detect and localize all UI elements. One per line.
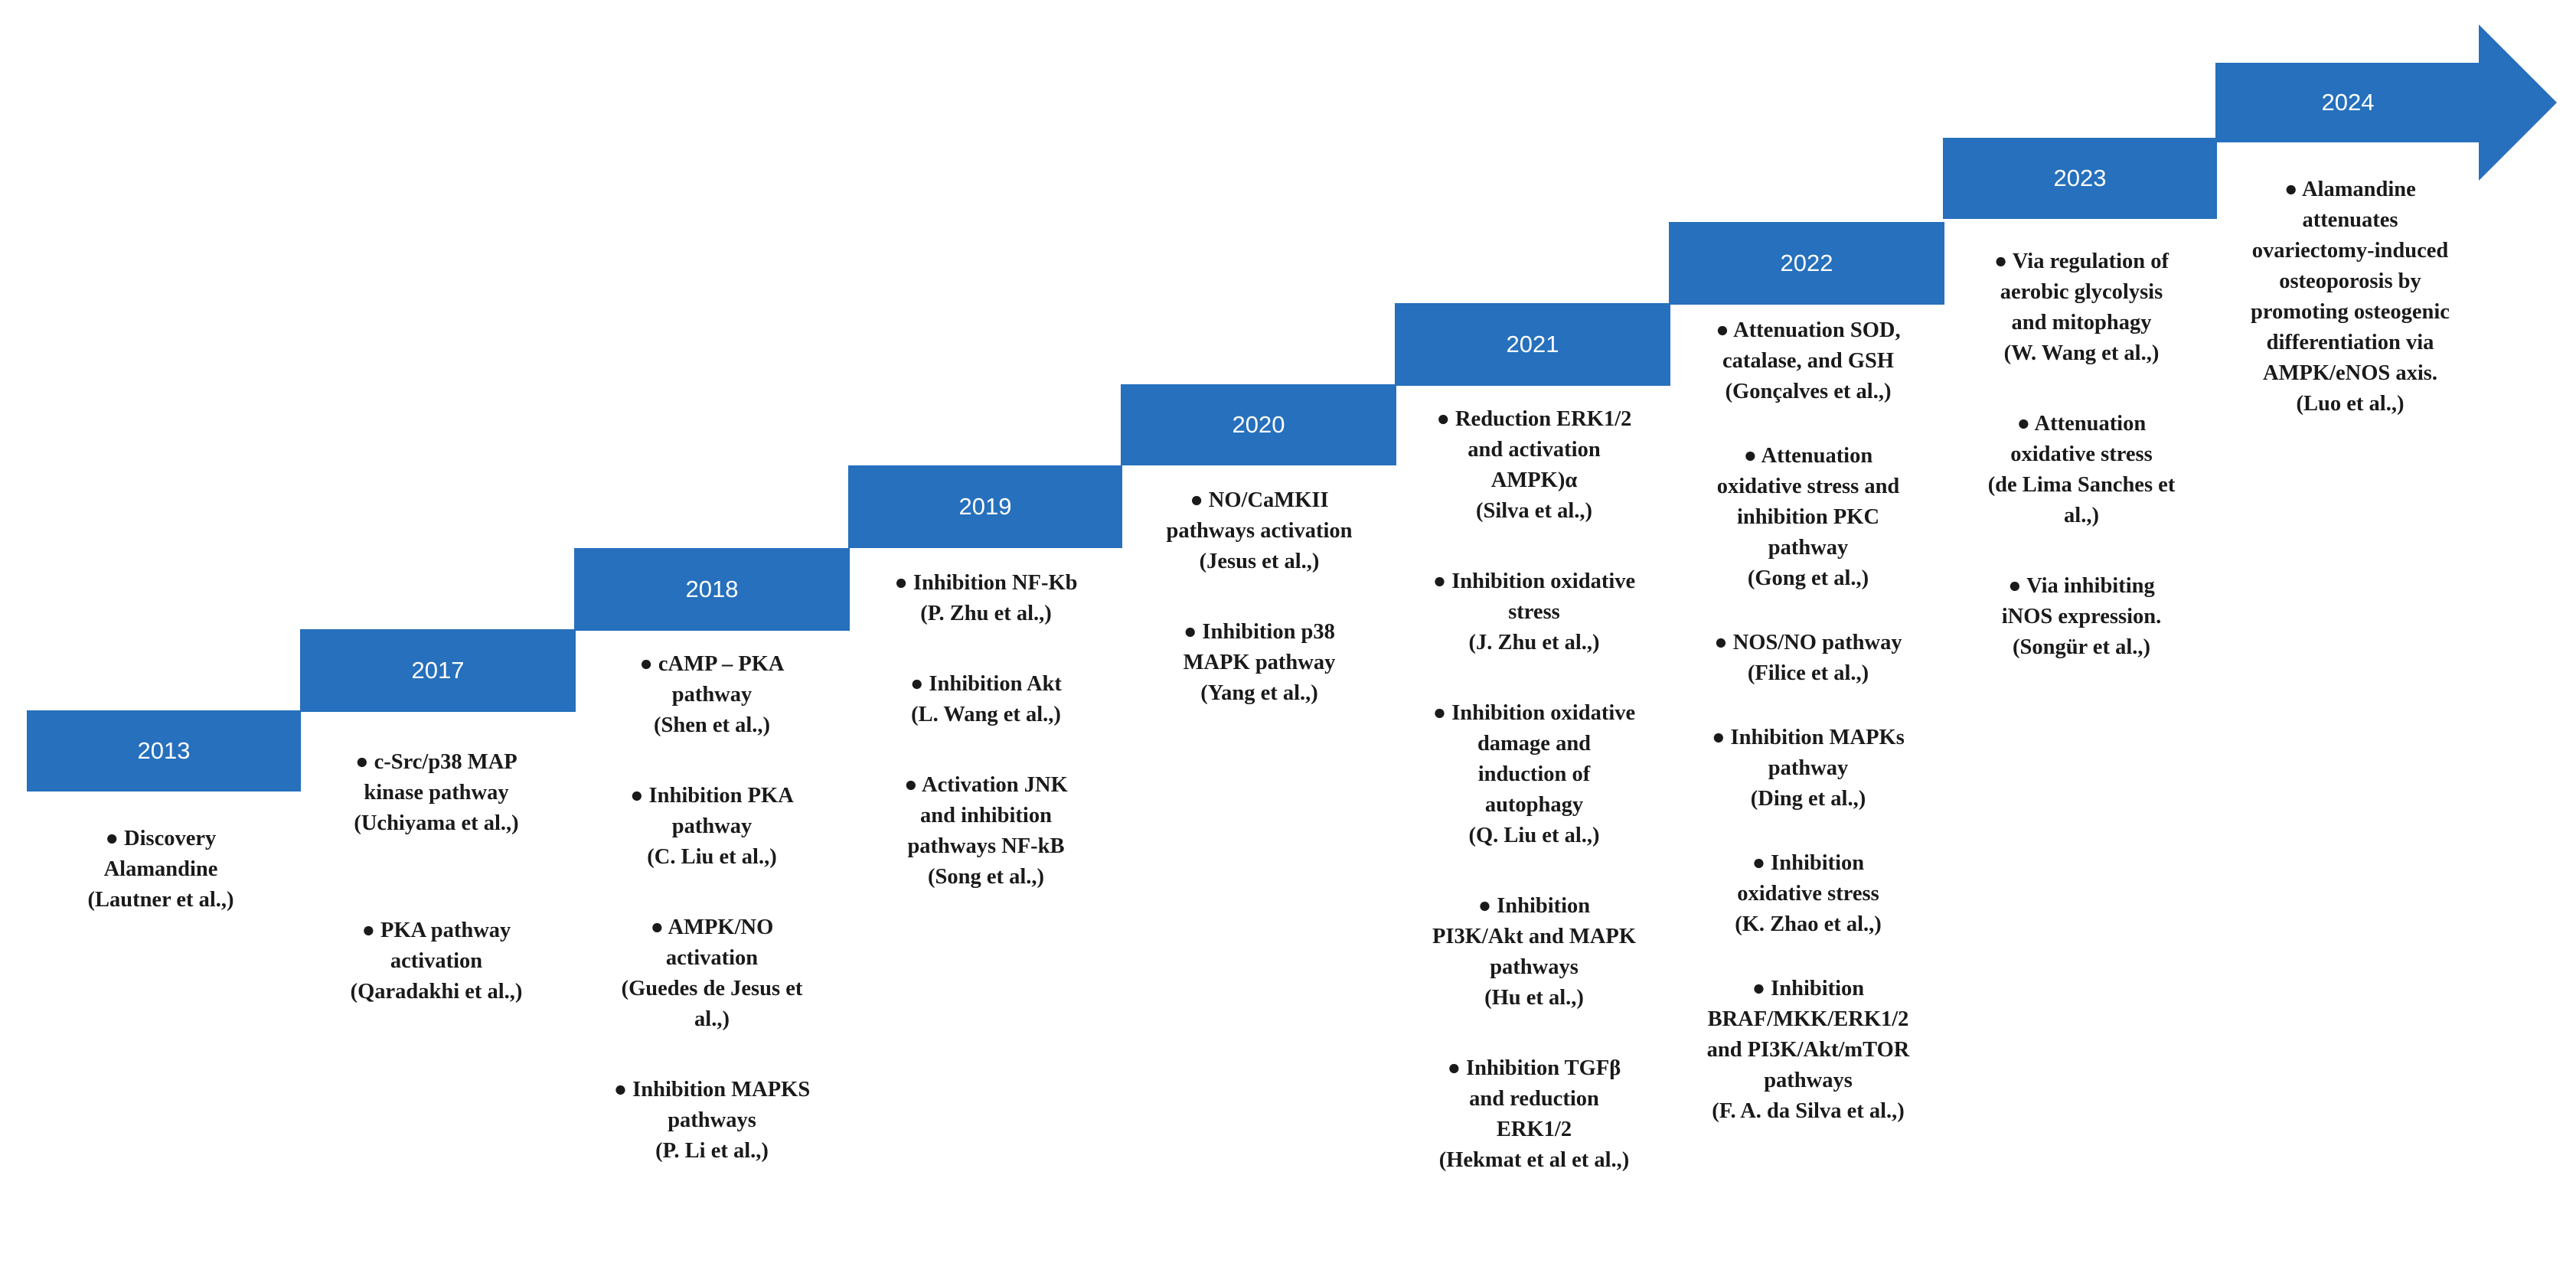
timeline-entry: ● Inhibition PI3K/Akt and MAPK pathways … — [1432, 894, 1637, 1010]
column-2022: ● Attenuation SOD, catalase, and GSH (Go… — [1670, 315, 1946, 1127]
year-label: 2021 — [1506, 331, 1559, 357]
column-2020: ● NO/CaMKII pathways activation (Jesus e… — [1122, 485, 1396, 709]
column-2017: ● c-Src/p38 MAP kinase pathway (Uchiyama… — [302, 747, 570, 1007]
column-2024: ● Alamandine attenuates ovariectomy-indu… — [2220, 175, 2480, 419]
timeline-entry: ● cAMP – PKA pathway (Shen et al.,) — [639, 652, 785, 737]
timeline-entry: ● Inhibition oxidative stress (J. Zhu et… — [1432, 570, 1636, 654]
timeline-entry: ● Inhibition TGFβ and reduction ERK1/2 (… — [1438, 1056, 1630, 1172]
column-2021: ● Reduction ERK1/2 and activation AMPK)α… — [1396, 404, 1672, 1176]
timeline-entry: ● Inhibition NF-Kb (P. Zhu et al.,) — [894, 571, 1078, 625]
timeline-entry: ● Attenuation SOD, catalase, and GSH (Go… — [1716, 318, 1901, 403]
timeline-entry: ● NOS/NO pathway (Filice et al.,) — [1714, 631, 1902, 685]
timeline-entry: ● Inhibition MAPKS pathways (P. Li et al… — [613, 1078, 811, 1163]
year-step-2024: 2024 — [2215, 63, 2480, 142]
column-2019: ● Inhibition NF-Kb (P. Zhu et al.,) ● In… — [850, 568, 1122, 893]
year-label: 2013 — [137, 737, 191, 764]
timeline-entry: ● Reduction ERK1/2 and activation AMPK)α… — [1436, 407, 1632, 523]
year-step-2021: 2021 — [1395, 303, 1670, 386]
timeline-entry: ● PKA pathway activation (Qaradakhi et a… — [350, 919, 523, 1004]
timeline-entry: ● Discovery Alamandine (Lautner et al.,) — [87, 827, 234, 912]
timeline-entry: ● c-Src/p38 MAP kinase pathway (Uchiyama… — [354, 750, 519, 835]
year-label: 2023 — [2053, 165, 2107, 191]
timeline-entry: ● AMPK/NO activation (Guedes de Jesus et… — [621, 916, 803, 1031]
timeline-entry: ● Via regulation of aerobic glycolysis a… — [1993, 250, 2170, 365]
column-2018: ● cAMP – PKA pathway (Shen et al.,) ● In… — [576, 649, 848, 1167]
timeline-entry: ● Attenuation oxidative stress and inhib… — [1716, 444, 1900, 590]
timeline-entry: ● Attenuation oxidative stress (de Lima … — [1987, 412, 2176, 527]
year-label: 2017 — [411, 657, 465, 684]
year-label: 2020 — [1232, 411, 1285, 438]
year-label: 2018 — [685, 576, 739, 602]
year-step-2013: 2013 — [27, 710, 301, 792]
timeline-entry: ● NO/CaMKII pathways activation (Jesus e… — [1166, 488, 1353, 573]
year-step-2017: 2017 — [300, 629, 576, 712]
year-step-2019: 2019 — [848, 465, 1122, 548]
year-step-2022: 2022 — [1669, 222, 1944, 305]
arrow-head-icon — [2479, 24, 2557, 181]
year-label: 2019 — [958, 493, 1012, 520]
year-label: 2024 — [2321, 89, 2375, 116]
timeline-entry: ● Inhibition Akt (L. Wang et al.,) — [910, 672, 1062, 726]
year-label: 2022 — [1780, 250, 1833, 276]
timeline-entry: ● Inhibition PKA pathway (C. Liu et al.,… — [630, 784, 794, 869]
timeline-entry: ● Inhibition oxidative stress (K. Zhao e… — [1735, 851, 1882, 936]
timeline-entry: ● Via inhibiting iNOS expression. (Songü… — [2001, 574, 2162, 659]
timeline-entry: ● Alamandine attenuates ovariectomy-indu… — [2251, 178, 2450, 416]
timeline-entry: ● Inhibition MAPKs pathway (Ding et al.,… — [1712, 726, 1905, 811]
timeline-entry: ● Inhibition oxidative damage and induct… — [1432, 701, 1636, 847]
year-step-2023: 2023 — [1943, 138, 2217, 219]
year-step-2018: 2018 — [574, 548, 850, 631]
timeline-entry: ● Inhibition p38 MAPK pathway (Yang et a… — [1183, 620, 1336, 705]
column-2013: ● Discovery Alamandine (Lautner et al.,) — [46, 824, 276, 916]
year-step-2020: 2020 — [1121, 384, 1396, 465]
timeline-entry: ● Inhibition BRAF/MKK/ERK1/2 and PI3K/Ak… — [1706, 977, 1910, 1123]
column-2023: ● Via regulation of aerobic glycolysis a… — [1944, 246, 2218, 663]
timeline-entry: ● Activation JNK and inhibition pathways… — [904, 773, 1068, 889]
